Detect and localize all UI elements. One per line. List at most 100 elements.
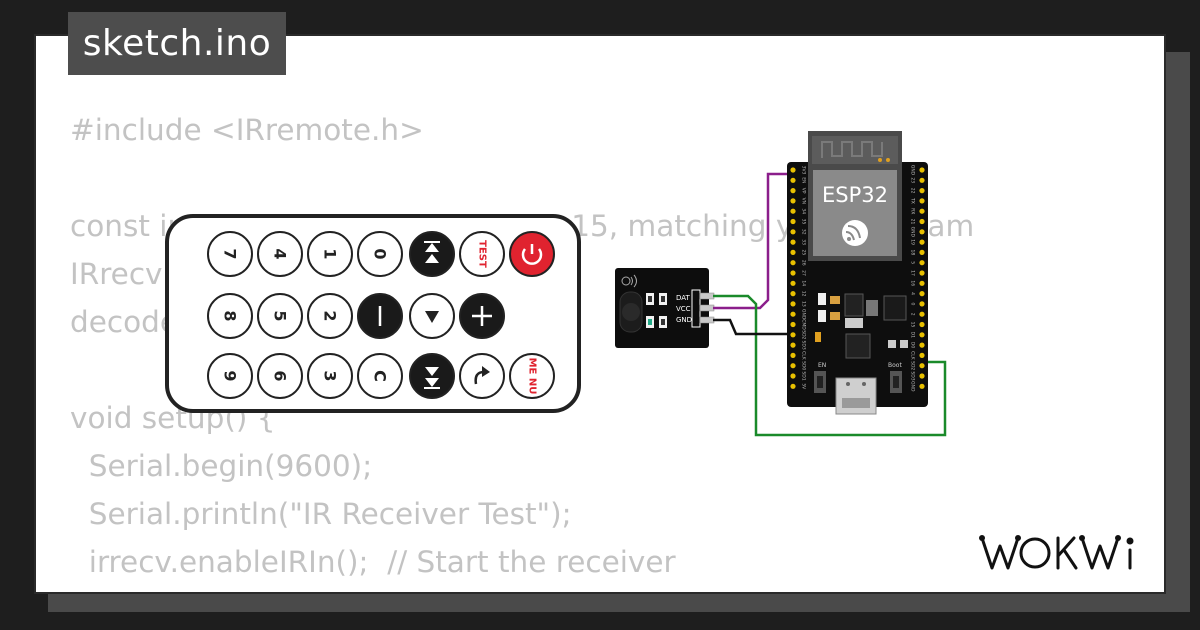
- remote-button[interactable]: 1: [307, 231, 353, 277]
- header-pin[interactable]: [790, 208, 796, 214]
- pin-label: 32: [801, 229, 807, 235]
- remote-button[interactable]: 0: [357, 231, 403, 277]
- remote-button-label: 9: [221, 370, 240, 381]
- header-pin[interactable]: [790, 321, 796, 328]
- pin-label: 33: [801, 239, 807, 245]
- remote-button[interactable]: ME NU: [509, 353, 555, 399]
- en-label: EN: [818, 362, 826, 369]
- remote-button-label: 6: [271, 370, 290, 381]
- header-pin[interactable]: [919, 177, 925, 183]
- header-pin[interactable]: [919, 260, 925, 266]
- pin-label: 14: [801, 280, 807, 286]
- header-pin[interactable]: [790, 260, 796, 266]
- pin-label: EN: [801, 177, 807, 183]
- remote-button-label: ME NU: [527, 358, 538, 395]
- file-tab[interactable]: sketch.ino: [68, 12, 286, 75]
- pin-label: VN: [801, 198, 807, 204]
- boot-label: Boot: [888, 362, 902, 369]
- remote-button-label: 7: [221, 248, 240, 259]
- header-pin[interactable]: [919, 301, 925, 307]
- wire-dat-green: [713, 294, 947, 437]
- pin-label: 5: [910, 261, 916, 264]
- header-pin[interactable]: [919, 332, 925, 338]
- header-pin[interactable]: [919, 198, 925, 204]
- header-pin[interactable]: [790, 177, 796, 183]
- header-pin[interactable]: [919, 342, 925, 348]
- next-icon: [424, 367, 440, 389]
- remote-button[interactable]: [459, 353, 505, 399]
- remote-button[interactable]: 6: [257, 353, 303, 399]
- header-pin[interactable]: [790, 198, 796, 204]
- header-pin[interactable]: [919, 270, 925, 276]
- remote-button-label: 8: [221, 310, 240, 321]
- pin-label: GND: [910, 381, 916, 392]
- header-pin[interactable]: [790, 332, 796, 338]
- pin-label: CMD: [801, 319, 807, 330]
- ir-receiver-module[interactable]: DAT VCC GND: [615, 268, 715, 348]
- wokwi-logo: [979, 535, 1134, 570]
- header-pin[interactable]: [790, 280, 796, 286]
- remote-button[interactable]: 8: [207, 293, 253, 339]
- header-pin[interactable]: [790, 239, 796, 245]
- header-pin[interactable]: [790, 342, 796, 348]
- code-line: Serial.begin(9600);: [70, 449, 373, 483]
- remote-button[interactable]: 2: [307, 293, 353, 339]
- remote-button[interactable]: 7: [207, 231, 253, 277]
- pin-label: 27: [801, 270, 807, 276]
- header-pin[interactable]: [790, 352, 796, 358]
- pin-label: 35: [801, 219, 807, 225]
- header-pin[interactable]: [919, 167, 925, 173]
- header-pin[interactable]: [919, 383, 925, 389]
- header-pin[interactable]: [919, 321, 925, 328]
- header-pin[interactable]: [919, 311, 925, 317]
- header-pin[interactable]: [790, 291, 796, 297]
- header-pin[interactable]: [790, 383, 796, 389]
- header-pin[interactable]: [919, 239, 925, 245]
- header-pin[interactable]: [919, 249, 925, 255]
- header-pin[interactable]: [790, 229, 796, 235]
- remote-button[interactable]: 5: [257, 293, 303, 339]
- down-icon: [425, 311, 439, 323]
- pin-label: GND: [801, 309, 807, 320]
- pin-label-dat: DAT: [676, 294, 691, 302]
- header-pin[interactable]: [790, 270, 796, 276]
- header-pin[interactable]: [790, 363, 796, 369]
- header-pin[interactable]: [919, 229, 925, 235]
- header-pin[interactable]: [919, 208, 925, 214]
- wire-vcc-purple: [713, 172, 798, 310]
- remote-button[interactable]: [459, 293, 505, 339]
- header-pin[interactable]: [790, 373, 796, 379]
- header-pin[interactable]: [919, 291, 925, 297]
- header-pin[interactable]: [919, 363, 925, 369]
- remote-button[interactable]: C: [357, 353, 403, 399]
- prev-icon: [424, 241, 440, 263]
- remote-button[interactable]: [509, 231, 555, 277]
- header-pin[interactable]: [790, 249, 796, 255]
- header-pin[interactable]: [919, 352, 925, 358]
- header-pin[interactable]: [790, 188, 796, 194]
- pin-label: D1: [910, 332, 916, 338]
- remote-button[interactable]: 3: [307, 353, 353, 399]
- pin-label: SD1: [801, 371, 807, 380]
- header-pin[interactable]: [790, 167, 796, 173]
- remote-button[interactable]: 9: [207, 353, 253, 399]
- remote-button[interactable]: [409, 293, 455, 339]
- pin-label-vcc: VCC: [676, 305, 691, 313]
- pin-label: 12: [801, 291, 807, 297]
- header-pin[interactable]: [919, 280, 925, 286]
- remote-button[interactable]: [409, 353, 455, 399]
- header-pin[interactable]: [790, 311, 796, 317]
- header-pin[interactable]: [919, 373, 925, 379]
- remote-button[interactable]: TEST: [459, 231, 505, 277]
- header-pin[interactable]: [919, 218, 925, 225]
- remote-button[interactable]: [357, 293, 403, 339]
- pin-label: D0: [910, 342, 916, 348]
- header-pin[interactable]: [919, 188, 925, 194]
- header-pin[interactable]: [790, 218, 796, 225]
- remote-button[interactable]: 4: [257, 231, 303, 277]
- remote-button[interactable]: [409, 231, 455, 277]
- header-pin[interactable]: [790, 301, 796, 307]
- remote-button-label: 1: [321, 248, 340, 259]
